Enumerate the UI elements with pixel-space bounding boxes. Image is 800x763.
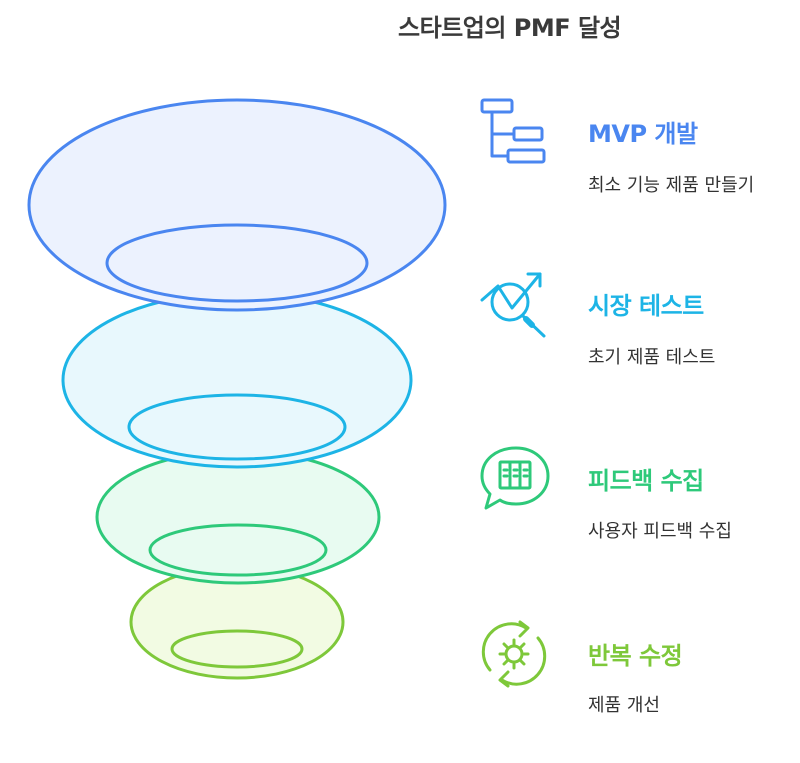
stage-desc-feedback: 사용자 피드백 수집 — [588, 521, 732, 542]
stage-desc-mvp: 최소 기능 제품 만들기 — [588, 175, 755, 196]
funnel-ring-market-test — [61, 291, 413, 469]
stage-title-feedback: 피드백 수집 — [588, 467, 704, 495]
analytics-search-icon — [480, 272, 546, 338]
stage-desc-iteration: 제품 개선 — [588, 695, 660, 716]
funnel-ring-mvp — [27, 98, 447, 312]
feedback-chat-icon — [480, 446, 550, 510]
stage-desc-market-test: 초기 제품 테스트 — [588, 347, 716, 368]
funnel-ring-feedback — [95, 449, 381, 585]
flowchart-icon — [480, 98, 546, 164]
page-title: 스타트업의 PMF 달성 — [398, 14, 622, 42]
stage-title-market-test: 시장 테스트 — [588, 292, 704, 320]
iteration-gear-icon — [481, 620, 547, 688]
stage-title-mvp: MVP 개발 — [588, 120, 698, 148]
stage-title-iteration: 반복 수정 — [588, 642, 683, 670]
